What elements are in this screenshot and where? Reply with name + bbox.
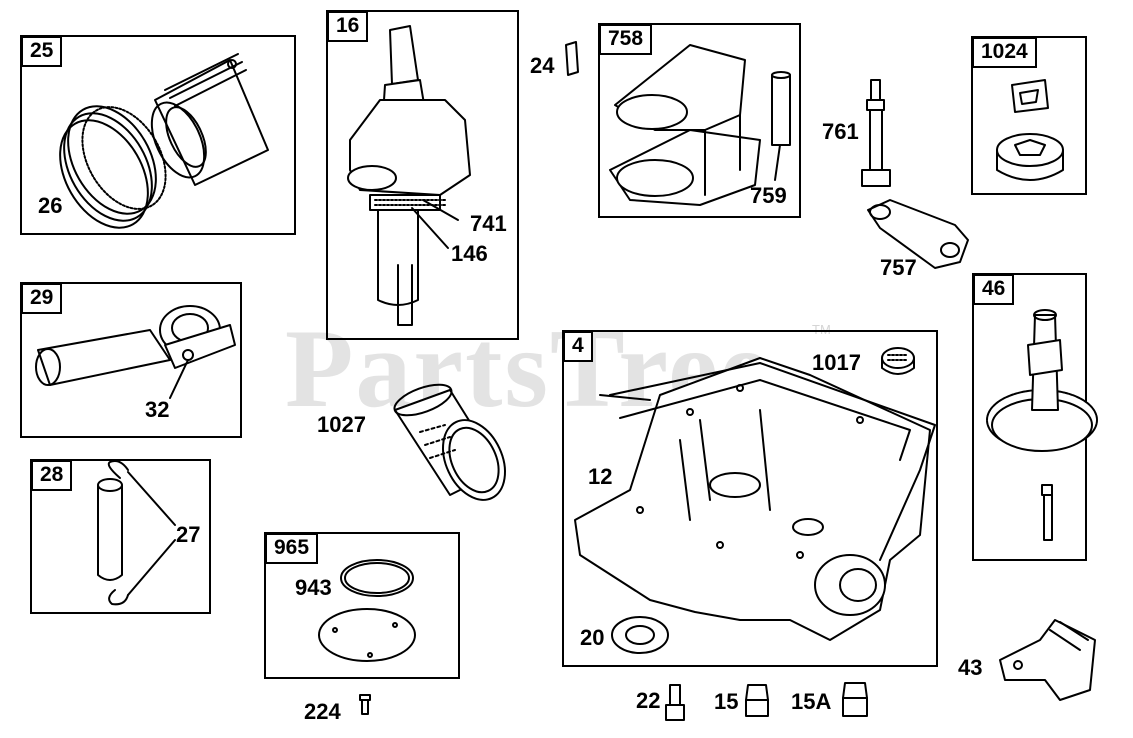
- camshaft-gear-drawing[interactable]: [986, 309, 1098, 452]
- group-tag-29: 29: [21, 283, 63, 314]
- oil-pump-rotor-drawing[interactable]: [996, 79, 1064, 181]
- group-tag-16: 16: [327, 11, 369, 42]
- plug-15a-drawing[interactable]: [842, 682, 868, 717]
- part-label-761[interactable]: 761: [822, 119, 859, 144]
- part-label-15[interactable]: 15: [714, 689, 739, 714]
- rocker-arm-757-drawing[interactable]: [867, 199, 969, 269]
- plug-15-drawing[interactable]: [745, 684, 769, 717]
- oil-seal-20-drawing[interactable]: [611, 616, 669, 654]
- trademark-mark: TM: [812, 322, 831, 337]
- group-box-4[interactable]: 4: [562, 330, 938, 667]
- group-box-758[interactable]: 758: [598, 23, 801, 218]
- piston-rings-drawing[interactable]: [42, 91, 183, 243]
- part-label-146[interactable]: 146: [451, 241, 488, 266]
- group-tag-758: 758: [599, 24, 653, 55]
- part-label-43[interactable]: 43: [958, 655, 983, 680]
- group-tag-46: 46: [973, 274, 1015, 305]
- part-label-757[interactable]: 757: [880, 255, 917, 280]
- group-tag-28: 28: [31, 460, 73, 491]
- part-label-1027[interactable]: 1027: [317, 412, 366, 437]
- pin-759-drawing[interactable]: [771, 71, 791, 181]
- group-box-965[interactable]: 965: [264, 532, 460, 679]
- part-label-943[interactable]: 943: [295, 575, 332, 600]
- gasket-943-drawing[interactable]: [340, 559, 414, 597]
- part-label-27[interactable]: 27: [176, 522, 201, 547]
- group-tag-1024: 1024: [972, 37, 1037, 68]
- part-label-20[interactable]: 20: [580, 625, 605, 650]
- group-box-28[interactable]: 28: [30, 459, 211, 614]
- part-label-26[interactable]: 26: [38, 193, 63, 218]
- connecting-rod-drawing[interactable]: [35, 305, 236, 399]
- part-label-1017[interactable]: 1017: [812, 350, 861, 375]
- retainer-clips-drawing[interactable]: [107, 460, 176, 606]
- group-tag-4: 4: [563, 331, 593, 362]
- key-drawing[interactable]: [565, 41, 579, 76]
- part-label-741[interactable]: 741: [470, 211, 507, 236]
- cover-plate-drawing[interactable]: [318, 608, 416, 662]
- group-tag-965: 965: [265, 533, 319, 564]
- crankcase-sump-drawing[interactable]: [574, 357, 936, 641]
- group-box-1024[interactable]: 1024: [971, 36, 1087, 195]
- part-label-22[interactable]: 22: [636, 688, 661, 713]
- governor-bracket-drawing[interactable]: [999, 619, 1096, 701]
- part-label-32[interactable]: 32: [145, 397, 170, 422]
- part-label-15a[interactable]: 15A: [791, 689, 832, 714]
- crankshaft-drawing[interactable]: [347, 25, 471, 326]
- group-box-29[interactable]: 29: [20, 282, 242, 438]
- bolt-761-drawing[interactable]: [861, 79, 891, 187]
- part-label-759[interactable]: 759: [750, 183, 787, 208]
- part-label-24[interactable]: 24: [530, 53, 555, 78]
- compression-release-drawing[interactable]: [1041, 484, 1053, 541]
- screw-224-drawing[interactable]: [359, 694, 371, 715]
- group-box-25[interactable]: 25: [20, 35, 296, 235]
- bracket-drawing[interactable]: [609, 44, 761, 206]
- screen-1017-drawing[interactable]: [881, 347, 915, 375]
- part-label-12[interactable]: 12: [588, 464, 613, 489]
- part-label-224[interactable]: 224: [304, 699, 341, 724]
- plug-22-drawing[interactable]: [665, 684, 685, 721]
- group-tag-25: 25: [21, 36, 63, 67]
- group-box-16[interactable]: 16: [326, 10, 519, 340]
- wrist-pin-drawing[interactable]: [97, 478, 123, 581]
- piston-drawing[interactable]: [141, 53, 269, 186]
- oil-filter-drawing[interactable]: [391, 378, 517, 509]
